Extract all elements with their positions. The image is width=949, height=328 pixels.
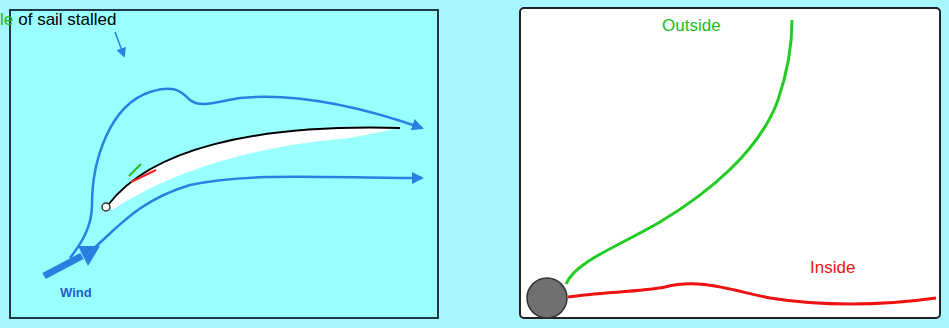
- outside-label: Outside: [662, 16, 721, 36]
- left-panel: [10, 10, 438, 318]
- wind-arrow-shaft: [44, 256, 82, 276]
- leader-arrow: [115, 32, 124, 56]
- sail-edge: [108, 128, 400, 205]
- right-panel: [520, 8, 940, 318]
- wind-arrow-head: [78, 246, 100, 266]
- mast-section: [527, 278, 567, 318]
- upper-flow-line: [70, 89, 422, 258]
- inside-telltale-trace: [568, 284, 936, 304]
- mast: [102, 203, 110, 211]
- lower-flow-line: [92, 177, 422, 250]
- callout-text: of sail stalled: [18, 10, 116, 30]
- sail-body: [108, 128, 400, 210]
- outside-telltale: [129, 164, 141, 176]
- callout-prefix: le: [0, 10, 13, 30]
- wind-label: Wind: [60, 286, 92, 301]
- inside-label: Inside: [810, 258, 855, 278]
- outside-telltale-trace: [566, 20, 792, 284]
- inside-telltale: [131, 170, 156, 182]
